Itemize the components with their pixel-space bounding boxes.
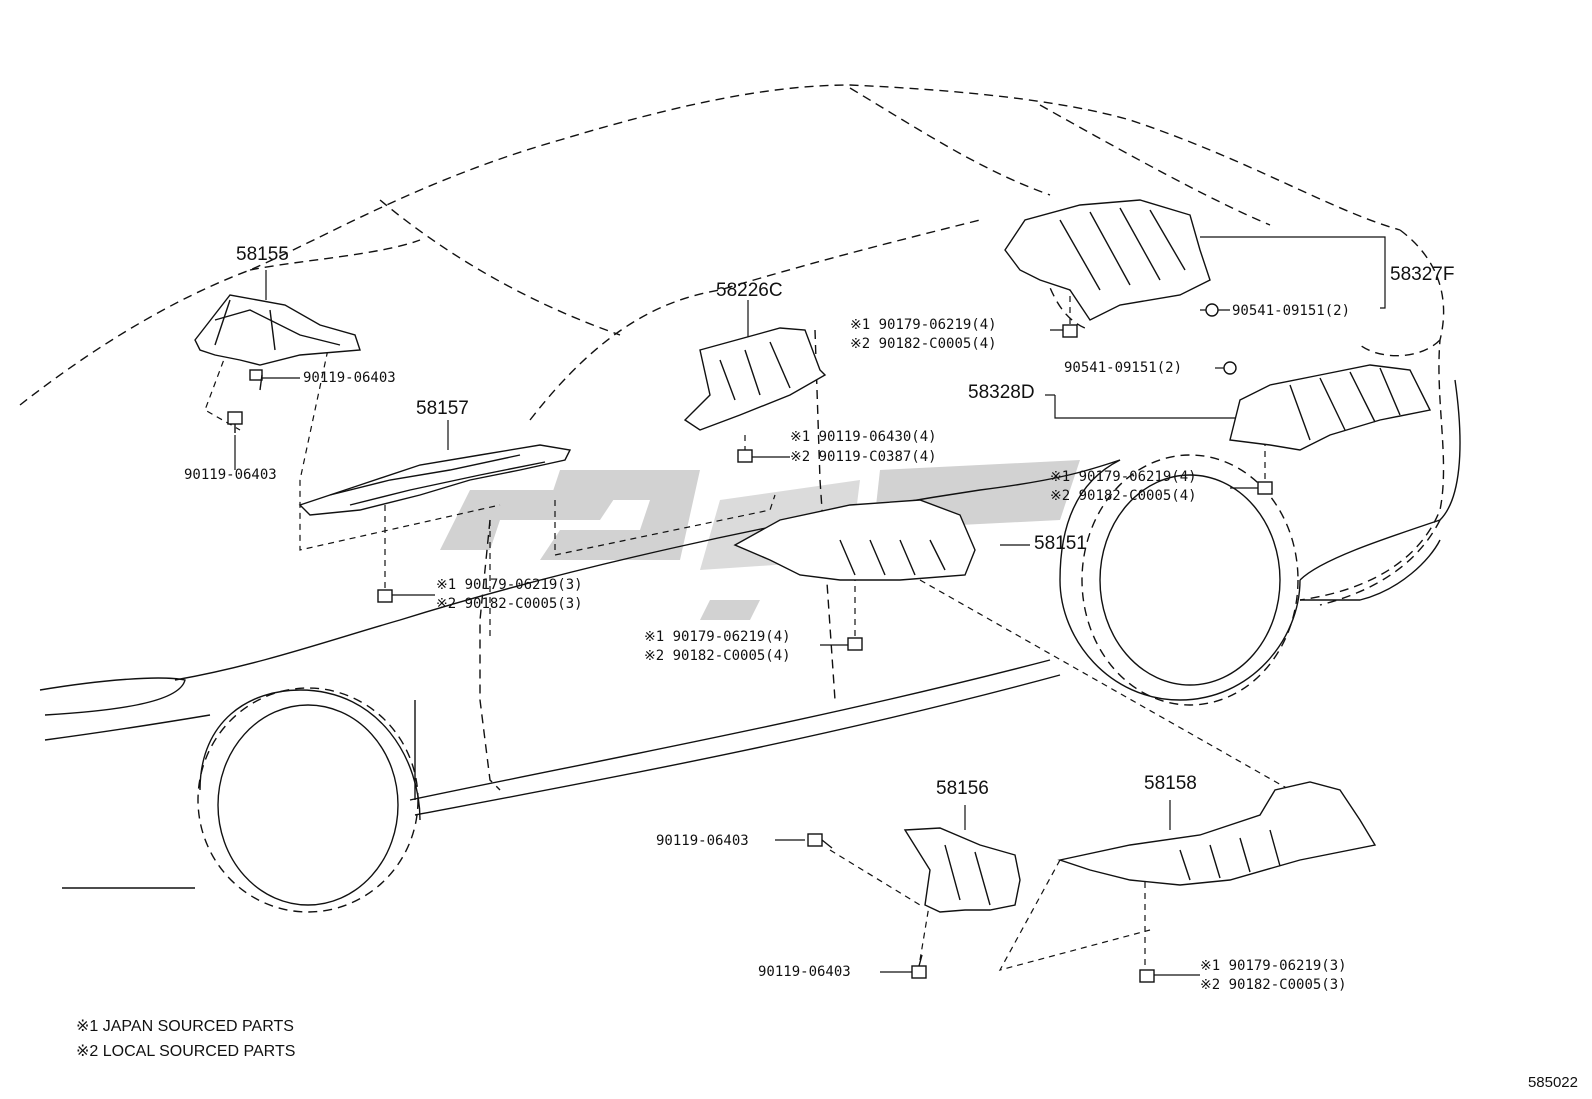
part-label-58157[interactable]: 58157 (416, 398, 469, 419)
part-label-58155[interactable]: 58155 (236, 244, 289, 265)
clip-icon (1205, 303, 1219, 317)
bolt-icon (911, 954, 927, 979)
part-label-58158[interactable]: 58158 (1144, 773, 1197, 794)
fastener-label[interactable]: ※1 90179-06219(3) (1200, 958, 1347, 974)
fastener-label[interactable]: 90119-06403 (656, 833, 749, 849)
part-58157-shape[interactable] (298, 444, 572, 516)
fastener-label[interactable]: 90119-06403 (758, 964, 851, 980)
nut-icon (377, 589, 393, 603)
part-58327f-shape[interactable] (1004, 199, 1211, 321)
fastener-label[interactable]: ※1 90179-06219(4) (850, 317, 997, 333)
bolt-icon (249, 369, 263, 391)
fastener-label[interactable]: 90541-09151(2) (1232, 303, 1351, 319)
part-label-58328d[interactable]: 58328D (968, 382, 1035, 403)
part-58151-shape[interactable] (733, 499, 976, 581)
bolt-icon (807, 833, 833, 849)
nut-icon (1139, 969, 1155, 983)
part-label-58151[interactable]: 58151 (1034, 533, 1087, 554)
diagram-code: 585022 (1527, 1074, 1578, 1091)
fastener-icons (227, 303, 1273, 983)
clip-icon (1223, 361, 1237, 375)
part-58226c-shape[interactable] (683, 327, 827, 431)
part-58328d-shape[interactable] (1229, 364, 1432, 451)
nut-icon (1062, 324, 1078, 338)
nut-icon (847, 637, 863, 651)
fastener-label[interactable]: ※2 90182-C0005(3) (1200, 977, 1347, 993)
fastener-label[interactable]: ※1 90179-06219(4) (1050, 469, 1197, 485)
fastener-label[interactable]: 90119-06403 (184, 467, 277, 483)
part-label-58156[interactable]: 58156 (936, 778, 989, 799)
bolt-icon (737, 449, 753, 463)
callout-lines (234, 236, 1386, 976)
part-58158-shape[interactable] (1057, 781, 1377, 886)
part-58155-shape[interactable] (194, 294, 361, 366)
part-label-58327f[interactable]: 58327F (1390, 264, 1455, 285)
car-outline (19, 84, 1445, 791)
nut-icon (1257, 481, 1273, 495)
fastener-label[interactable]: 90541-09151(2) (1064, 360, 1183, 376)
fastener-label[interactable]: ※1 90179-06219(3) (436, 577, 583, 593)
fastener-label[interactable]: ※2 90119-C0387(4) (790, 449, 937, 465)
part-label-58226c[interactable]: 58226C (716, 280, 783, 301)
fastener-label[interactable]: ※1 90179-06219(4) (644, 629, 791, 645)
fastener-label[interactable]: ※2 90182-C0005(4) (1050, 488, 1197, 504)
bolt-icon (227, 411, 243, 433)
fastener-label[interactable]: ※2 90182-C0005(4) (644, 648, 791, 664)
legend-note-japan: ※1 JAPAN SOURCED PARTS (76, 1018, 294, 1035)
fastener-label[interactable]: 90119-06403 (303, 370, 396, 386)
legend-note-local: ※2 LOCAL SOURCED PARTS (76, 1043, 296, 1060)
fastener-label[interactable]: ※2 90182-C0005(4) (850, 336, 997, 352)
car-body-lines (39, 379, 1461, 913)
fastener-label[interactable]: ※1 90119-06430(4) (790, 429, 937, 445)
fastener-label[interactable]: ※2 90182-C0005(3) (436, 596, 583, 612)
part-58156-shape[interactable] (903, 827, 1021, 913)
